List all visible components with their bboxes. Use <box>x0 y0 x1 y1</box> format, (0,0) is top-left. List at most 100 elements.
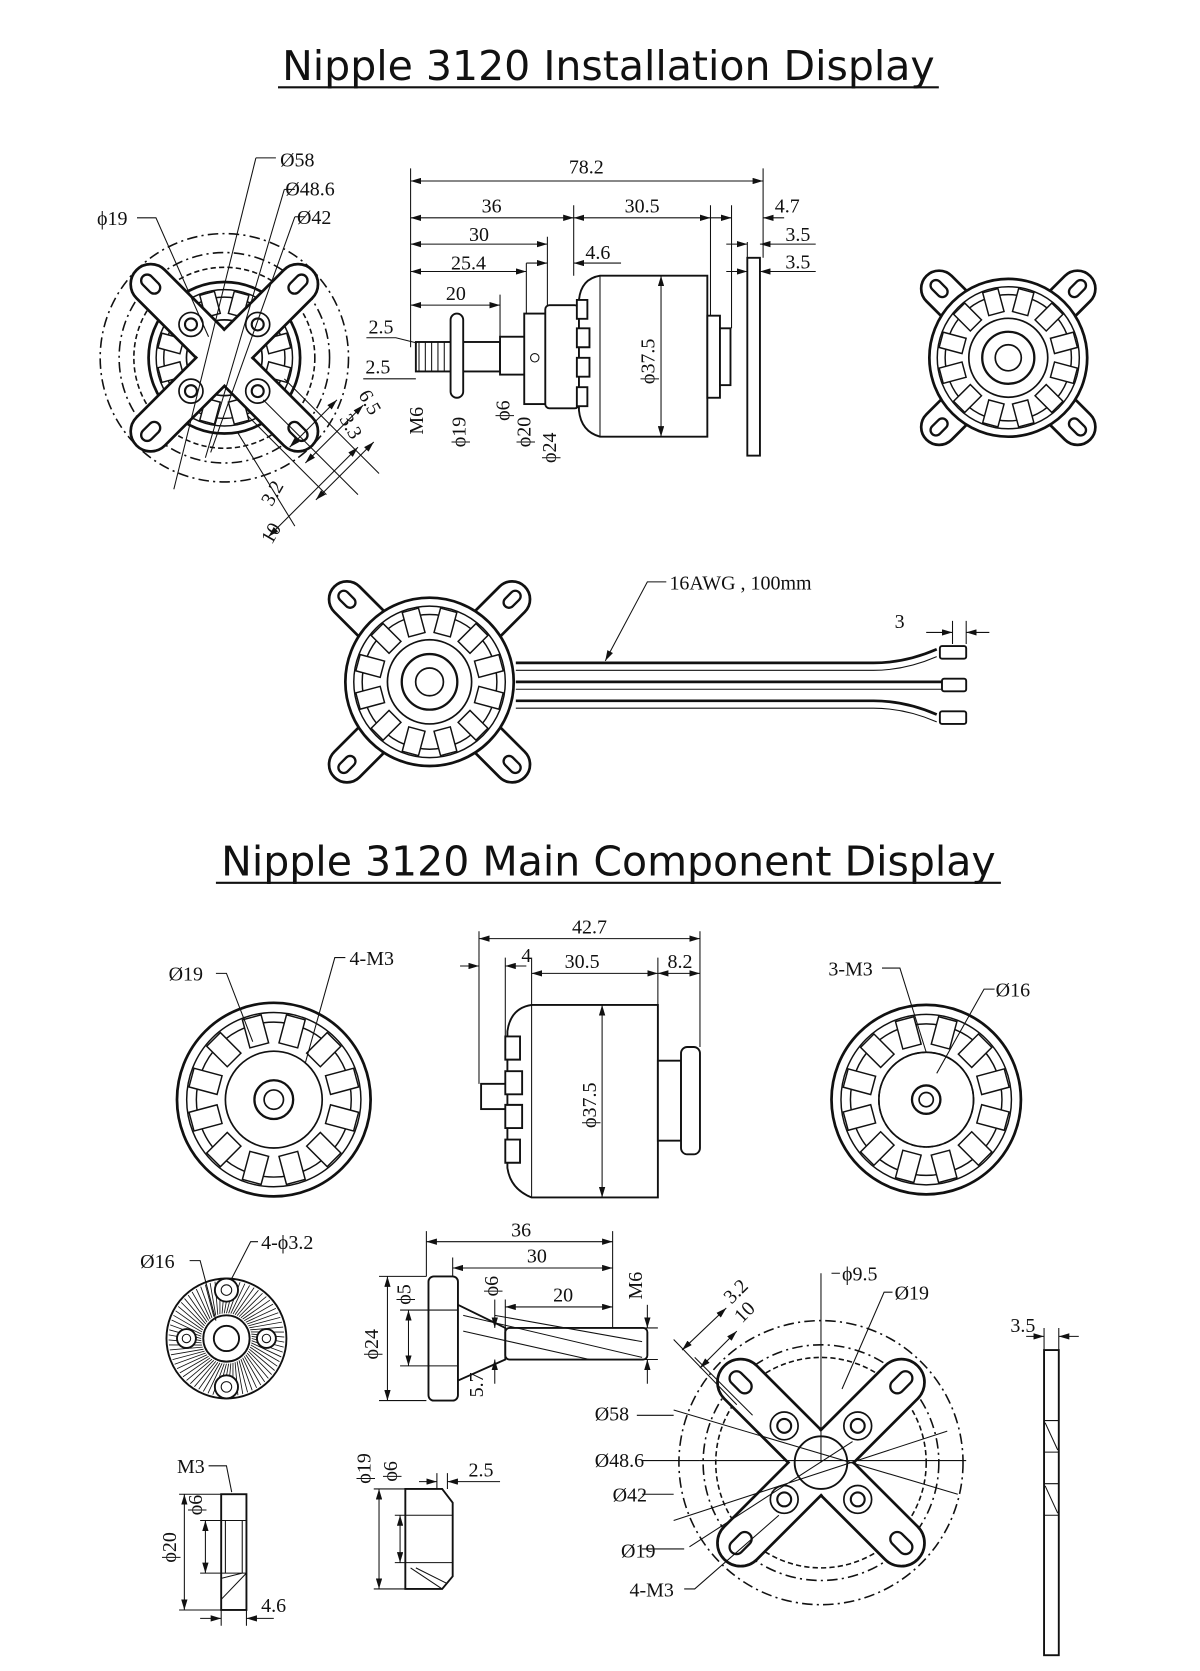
knurl-line <box>174 1352 206 1365</box>
motor-spoke <box>324 1067 360 1096</box>
shaft-view: 36 30 20 M6 ϕ5 ϕ6 ϕ24 5.7 <box>361 1219 658 1402</box>
stator-side-view: 42.7 4 30.5 8.2 ϕ37.5 <box>460 916 701 1199</box>
knurl-line <box>245 1307 277 1323</box>
dim-4-d3-2: 4-ϕ3.2 <box>261 1232 313 1254</box>
dim-4: 4 <box>521 945 531 967</box>
knurl-line <box>234 1287 255 1315</box>
motor-spoke <box>354 653 386 679</box>
mount-screw-hole <box>183 384 199 399</box>
motor-spoke <box>473 653 505 679</box>
motor-spoke <box>894 1015 923 1050</box>
motor-ring <box>162 296 286 420</box>
shaft-icon <box>918 1091 935 1108</box>
knurl-line <box>179 1355 209 1374</box>
mount-slot <box>287 273 309 295</box>
motor-spoke <box>938 331 968 355</box>
dim-d19: ϕ19 <box>354 1453 376 1484</box>
wire-view: 16AWG , 100mm 3 <box>327 572 990 784</box>
dim-m3: M3 <box>177 1456 205 1478</box>
motor-face <box>175 1001 372 1198</box>
knurl-line <box>246 1352 269 1379</box>
knurl-line <box>243 1356 262 1386</box>
knurl-line <box>236 1290 259 1316</box>
motor-spoke <box>930 1015 958 1050</box>
dim-3-2: 3.2 <box>257 477 289 510</box>
mount-slot <box>1067 278 1088 299</box>
knurl-line <box>230 1283 246 1314</box>
dim-78-2: 78.2 <box>569 157 604 179</box>
installation-side-view: 78.2 36 30.5 4.7 30 3.5 25.4 4.6 3.5 20 … <box>363 157 816 463</box>
dim-30: 30 <box>469 224 489 246</box>
dim-d19: ϕ19 <box>448 417 470 448</box>
motor-ring <box>185 1011 362 1188</box>
dim-2-5-side: 2.5 <box>369 317 394 339</box>
motor-spoke <box>370 709 403 742</box>
motor-ring <box>849 1023 1003 1177</box>
dim-d6: ϕ6 <box>380 1461 402 1482</box>
motor-spoke <box>981 399 1005 428</box>
dim-d58: Ø58 <box>280 149 314 171</box>
motor-spoke <box>473 685 505 711</box>
dim-25-4: 25.4 <box>451 252 486 274</box>
motor-spoke <box>952 302 983 333</box>
mount-slot <box>502 754 522 775</box>
mount-slot <box>502 589 522 609</box>
knurl-line <box>172 1350 205 1361</box>
knurl-line <box>175 1310 203 1331</box>
mount-slot <box>337 589 357 609</box>
dim-d37-5: ϕ37.5 <box>579 1083 601 1129</box>
knurl-line <box>244 1303 274 1321</box>
dim-4-6: 4.6 <box>585 242 610 264</box>
knurl-line <box>249 1348 275 1371</box>
knurl-line <box>186 1358 213 1381</box>
dim-d16: Ø16 <box>996 979 1030 1001</box>
mount-slot <box>889 1370 914 1395</box>
knurl-line <box>187 1294 208 1323</box>
motor-spoke <box>1049 361 1079 385</box>
motor-spoke <box>981 287 1005 317</box>
installation-rear-view <box>919 269 1097 447</box>
washer-view: ϕ19 ϕ6 2.5 <box>354 1453 501 1590</box>
knurl-line <box>238 1360 248 1393</box>
knurl-line <box>200 1286 213 1318</box>
knurl-line <box>191 1291 209 1321</box>
dim-d48-6: Ø48.6 <box>285 179 334 201</box>
motor-mount-view: 3.2 10 ϕ9.5 Ø19 Ø58 Ø48.6 Ø42 Ø19 4-M3 <box>595 1264 967 1606</box>
knurl-line <box>249 1321 283 1329</box>
motor-spoke <box>401 607 426 638</box>
motor-spoke <box>188 1067 223 1096</box>
motor-spoke <box>842 1067 877 1096</box>
knurl-line <box>194 1361 217 1387</box>
dim-30-5: 30.5 <box>565 951 600 973</box>
dim-wire-tip: 3 <box>895 611 905 633</box>
knurl-line <box>245 1354 266 1383</box>
knurl-line <box>240 1359 253 1391</box>
stator-back-view: 3-M3 Ø16 <box>828 958 1030 1196</box>
knurl-line <box>249 1346 278 1367</box>
motor-spoke <box>205 1131 242 1168</box>
motor-face <box>343 596 516 768</box>
motor-spoke <box>894 1149 923 1184</box>
shaft-icon <box>263 1089 285 1111</box>
knurl-line <box>198 1361 219 1390</box>
shaft-icon <box>414 667 445 697</box>
dim-20: 20 <box>553 1285 573 1307</box>
motor-spoke <box>1034 302 1065 333</box>
motor-spoke <box>433 607 458 638</box>
motor-spoke <box>457 622 489 655</box>
mount-arm-fill <box>132 265 317 450</box>
dim-d19: ϕ19 <box>97 208 128 230</box>
mount-slot <box>139 420 162 443</box>
dim-3-5: 3.5 <box>1010 1315 1035 1337</box>
mount-screw-hole <box>250 317 265 332</box>
dim-4-m3: 4-M3 <box>629 1579 673 1601</box>
motor-spoke <box>241 1013 270 1049</box>
dim-6-5: 6.5 <box>354 386 386 419</box>
dim-30-5: 30.5 <box>625 196 660 218</box>
installation-title: Nipple 3120 Installation Display <box>282 42 935 90</box>
dim-42-7: 42.7 <box>572 916 607 938</box>
motor-spoke <box>1011 399 1035 428</box>
motor-spoke <box>842 1103 877 1132</box>
knurl-line <box>250 1344 280 1363</box>
mount-slot <box>889 1530 914 1556</box>
